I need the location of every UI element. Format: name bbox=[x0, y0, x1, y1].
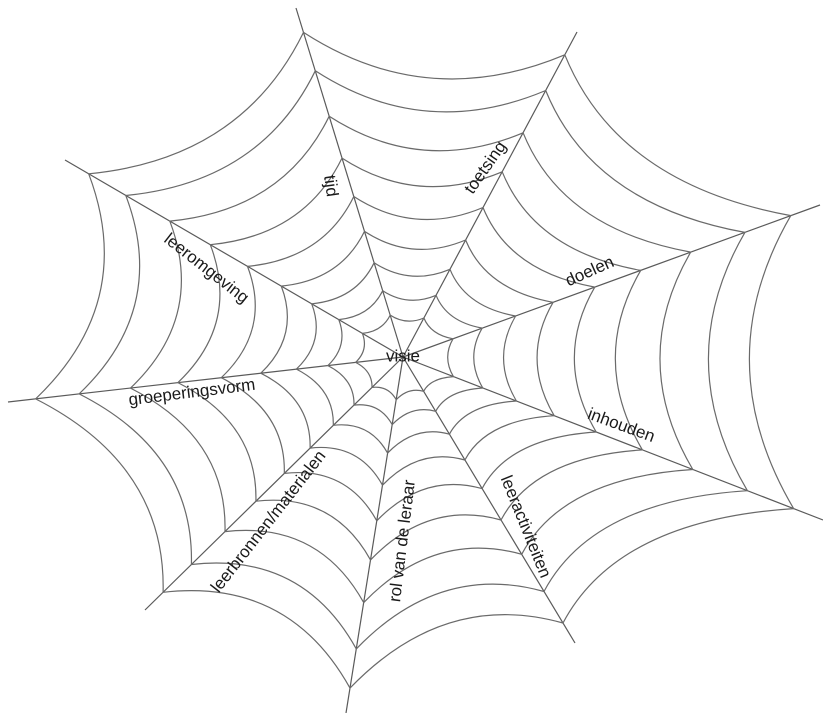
radial-thread bbox=[403, 357, 823, 520]
radial-thread bbox=[403, 205, 820, 357]
spoke-label-toetsing: toetsing bbox=[460, 138, 510, 198]
spoke-label-doelen: doelen bbox=[562, 252, 616, 290]
center-label-visie: visie bbox=[386, 346, 420, 365]
spoke-label-inhouden: inhouden bbox=[585, 404, 657, 446]
spoke-label-groeperingsvorm: groeperingsvorm bbox=[127, 375, 256, 409]
radial-thread bbox=[65, 160, 403, 357]
spoke-label-tijd: tijd bbox=[320, 174, 342, 198]
spoke-labels: tijd toetsing doelen inhouden leeractivi… bbox=[127, 138, 657, 603]
spoke-label-rol-van-de-leraar: rol van de leraar bbox=[385, 478, 419, 603]
spoke-label-leeromgeving: leeromgeving bbox=[161, 229, 253, 307]
radial-thread bbox=[403, 357, 575, 643]
